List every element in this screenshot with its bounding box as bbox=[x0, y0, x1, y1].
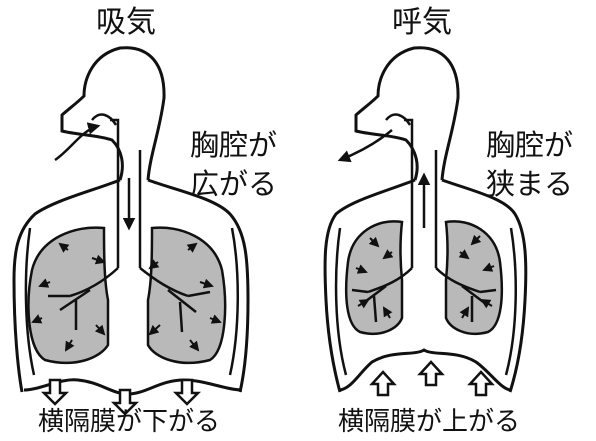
inhale-chest-label-line1: 胸腔が bbox=[190, 131, 277, 160]
exhale-chest-label-line2: 狭まる bbox=[486, 170, 573, 199]
exhale-title: 呼気 bbox=[392, 8, 452, 38]
exhale-right-lung bbox=[446, 221, 502, 333]
exhale-figure bbox=[325, 48, 526, 395]
inhale-figure bbox=[14, 48, 248, 414]
inhale-diaphragm-label: 横隔膜が下がる bbox=[38, 409, 220, 435]
exhale-chest-label-line1: 胸腔が bbox=[486, 131, 573, 160]
exhale-up-arrows bbox=[372, 362, 492, 395]
inhale-head-outline bbox=[62, 48, 164, 180]
inhale-chest-label-line2: 広がる bbox=[190, 170, 277, 199]
exhale-diaphragm-label: 横隔膜が上がる bbox=[338, 409, 520, 435]
exhale-head-outline bbox=[356, 48, 458, 180]
exhale-left-lung bbox=[346, 221, 402, 333]
inhale-title: 吸気 bbox=[96, 8, 156, 38]
